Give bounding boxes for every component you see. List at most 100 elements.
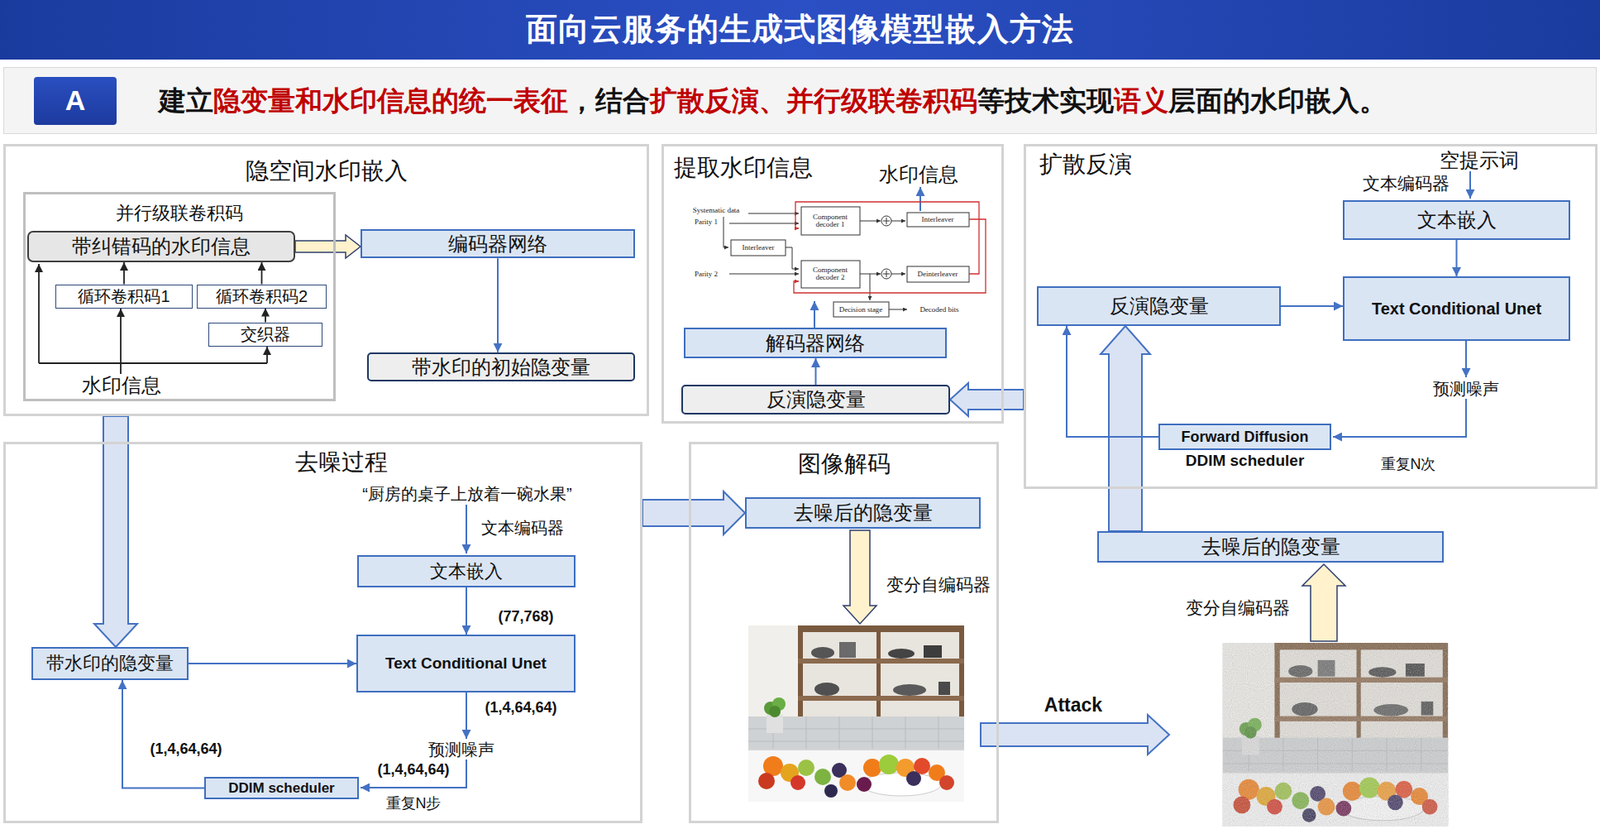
process-box: 循环卷积码1 xyxy=(55,284,193,309)
process-box: 循环卷积码2 xyxy=(196,284,327,309)
connector xyxy=(264,308,267,323)
decor-g xyxy=(793,201,986,293)
title-text: 面向云服务的生成式图像模型嵌入方法 xyxy=(525,11,1075,48)
node-text: A xyxy=(65,84,86,117)
highlight-text: 扩散反演、并行级联卷积码 xyxy=(649,85,978,116)
connector xyxy=(496,257,499,352)
node-text: 循环卷积码1 xyxy=(77,286,170,306)
annotation-label: “厨房的桌子上放着一碗水果” xyxy=(362,484,572,504)
decor-path xyxy=(919,186,922,211)
connector xyxy=(1456,239,1458,277)
process-box: 去噪后的隐变量 xyxy=(745,496,981,529)
annotation-label: (1,4,64,64) xyxy=(377,760,449,779)
block-arrow xyxy=(94,415,138,647)
decor-path xyxy=(1465,340,1467,378)
decor-path xyxy=(785,247,799,269)
decor-path xyxy=(360,759,467,788)
decor-path xyxy=(119,308,122,374)
process-box: 反演隐变量 xyxy=(681,384,951,415)
decor-rect xyxy=(833,301,889,317)
process-box: 交织器 xyxy=(208,322,323,347)
connector xyxy=(123,262,125,285)
block-arrow xyxy=(295,234,361,258)
node-text: 去噪后的隐变量 xyxy=(1201,534,1341,559)
decor-g xyxy=(38,263,268,374)
decor-path xyxy=(723,216,729,248)
highlight-text: 语义 xyxy=(1113,85,1169,116)
decor-rect xyxy=(907,212,970,227)
process-box: 带纠错码的水印信息 xyxy=(27,230,296,263)
process-box: 反演隐变量 xyxy=(1036,286,1281,326)
process-box: DDIM scheduler xyxy=(204,776,359,800)
figure-label: Component decoder 2 xyxy=(802,266,858,282)
figure-label: Deinterleaver xyxy=(917,269,959,278)
decor-path xyxy=(1469,171,1472,199)
connector xyxy=(815,358,817,385)
figure-label: Parity 2 xyxy=(694,269,718,278)
decor-rect xyxy=(801,260,860,288)
annotation-label: 变分自编码器 xyxy=(1185,597,1290,618)
process-box: 文本嵌入 xyxy=(1342,200,1571,240)
decor-path xyxy=(729,273,799,275)
node-text: 交织器 xyxy=(240,324,291,344)
block-arrow xyxy=(642,491,746,535)
connector xyxy=(465,587,468,635)
decor-path xyxy=(729,223,799,225)
decor-path xyxy=(465,504,468,554)
figure-label: Systematic data xyxy=(692,205,741,215)
decor-use xyxy=(1222,642,1448,827)
connector xyxy=(261,262,263,285)
block-arrow xyxy=(1100,325,1151,531)
process-box: 去噪后的隐变量 xyxy=(1097,530,1444,563)
process-box: 带水印的隐变量 xyxy=(31,646,189,680)
connector xyxy=(188,662,357,664)
process-box: 文本嵌入 xyxy=(357,554,576,588)
annotation-label: 预测噪声 xyxy=(1432,379,1500,399)
panel-group: 图像解码去噪后的隐变量 xyxy=(688,441,999,823)
decor-path xyxy=(859,220,881,222)
annotation-label: 文本编码器 xyxy=(1362,173,1450,194)
highlight-text: 隐变量和水印信息的统一表征 xyxy=(213,85,569,116)
node-text: 反演隐变量 xyxy=(766,387,866,411)
annotation-label: 水印信息 xyxy=(878,162,959,187)
decor-path xyxy=(888,309,908,311)
node-text: 图像解码 xyxy=(797,450,891,478)
figure-label: Decoded bits xyxy=(919,305,959,314)
annotation-label: (1,4,64,64) xyxy=(149,740,222,758)
block-arrow xyxy=(950,382,1024,416)
figure-label: Component decoder 1 xyxy=(802,213,858,230)
node-text: 带水印的隐变量 xyxy=(46,652,174,674)
connector xyxy=(1066,325,1159,437)
node-text: 提取水印信息 xyxy=(673,154,813,182)
annotation-label: 空提示词 xyxy=(1439,148,1519,172)
node-text: 去噪后的隐变量 xyxy=(793,501,933,525)
process-box: 编码器网络 xyxy=(360,229,636,259)
header-band: 建立隐变量和水印信息的统一表征，结合扩散反演、并行级联卷积码等技术实现语义层面的… xyxy=(3,66,1597,134)
decor-rect xyxy=(907,266,970,282)
decor-path xyxy=(795,201,980,274)
connector xyxy=(122,679,205,789)
figure-label: Interleaver xyxy=(742,243,775,252)
decor-path xyxy=(883,217,890,278)
decor-polygon xyxy=(1302,563,1346,641)
node-text: Text Conditional Unet xyxy=(385,654,547,673)
section-badge: A xyxy=(33,76,117,125)
decor-path xyxy=(748,213,799,215)
node-text: 带纠错码的水印信息 xyxy=(71,234,251,258)
annotation-label: (1,4,64,64) xyxy=(484,698,557,717)
node-text: 解码器网络 xyxy=(765,331,865,355)
node-text: DDIM scheduler xyxy=(228,779,335,797)
node-text: 反演隐变量 xyxy=(1109,294,1209,318)
process-box: Text Conditional Unet xyxy=(356,634,576,693)
decor-path xyxy=(869,273,871,301)
process-box: Forward DiffusionDDIM scheduler xyxy=(1158,423,1332,450)
annotation-label: (77,768) xyxy=(497,607,554,626)
panel-group: 扩散反演文本嵌入反演隐变量Text Conditional UnetForwar… xyxy=(1023,143,1598,489)
decor-use xyxy=(748,625,965,802)
decor-path xyxy=(266,346,268,363)
annotation-label: 文本编码器 xyxy=(481,518,564,538)
node-text: 并行级联卷积码 xyxy=(115,202,244,224)
annotation-label: 重复N次 xyxy=(1380,455,1437,473)
